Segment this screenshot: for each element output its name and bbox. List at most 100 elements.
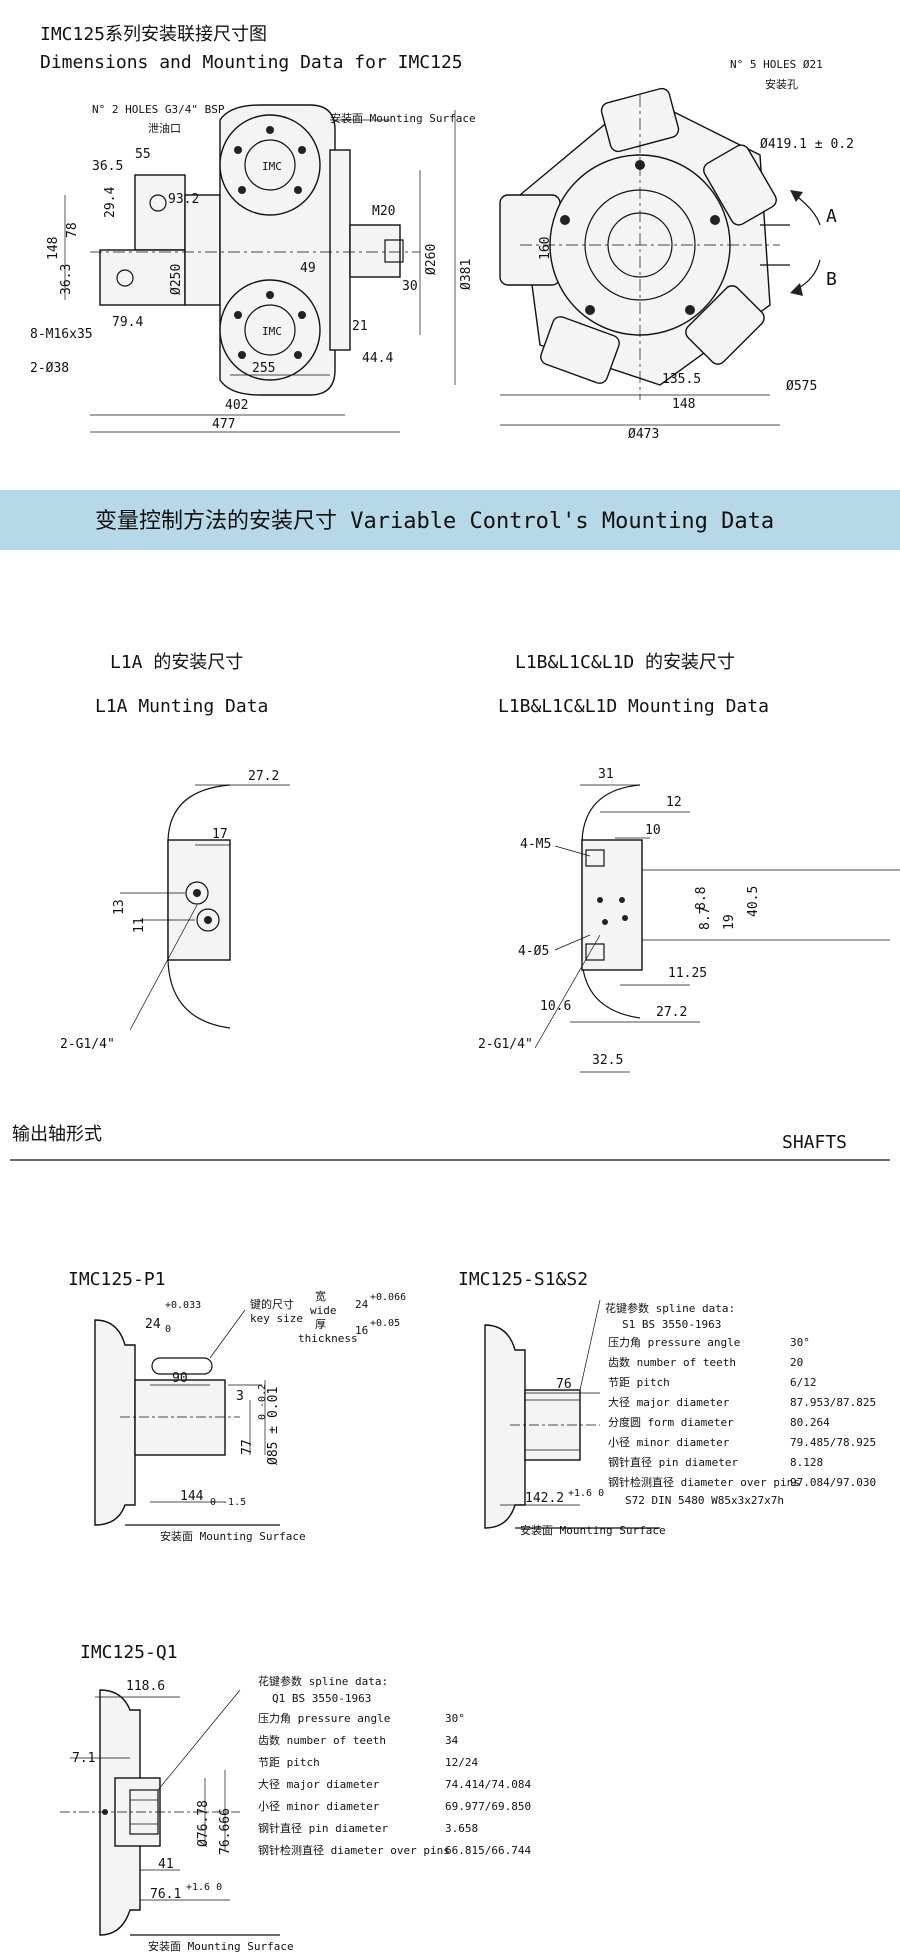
l1a-port-bottom-core xyxy=(204,916,212,924)
spline-row-label: 小径 minor diameter xyxy=(608,1436,730,1449)
dim-55: 55 xyxy=(135,147,151,162)
section-banner xyxy=(0,490,900,550)
port-label-cn: 泄油口 xyxy=(148,121,181,135)
l1b-dim-12: 12 xyxy=(666,795,682,810)
spline-row-value: 30° xyxy=(445,1712,465,1725)
bolt xyxy=(294,351,302,359)
spline-row-value: 87.953/87.825 xyxy=(790,1396,876,1409)
l1a-port-top xyxy=(185,881,209,905)
output-shaft xyxy=(349,224,401,278)
l1a-title-en: L1A Munting Data xyxy=(95,696,268,717)
l1b-port-b xyxy=(602,919,608,925)
l1b-port-a xyxy=(619,897,625,903)
spline-row-value: 97.084/97.030 xyxy=(790,1476,876,1489)
shafts-title-en: SHAFTS xyxy=(782,1132,847,1153)
port-hole-bottom xyxy=(116,269,134,287)
mounting-hole xyxy=(585,305,595,315)
p1-key-cn: 键的尺寸 xyxy=(250,1297,294,1311)
l1b-leader-m5 xyxy=(554,845,591,857)
l1b-leader-hole5 xyxy=(554,934,591,951)
p1-leader-key xyxy=(209,1309,246,1359)
s1s2-standard: S1 BS 3550-1963 xyxy=(622,1318,721,1331)
l1b-m5-label: 4-M5 xyxy=(520,837,551,852)
spline-row-label: 齿数 number of teeth xyxy=(608,1356,736,1369)
dim-473: Ø473 xyxy=(628,427,659,442)
s1s2-flange xyxy=(484,1324,526,1529)
s1s2-mounting-surface: 安装面 Mounting Surface xyxy=(520,1523,666,1537)
q1-drawing xyxy=(60,1689,280,1936)
p1-wide-en: wide xyxy=(310,1304,337,1317)
dim-255: 255 xyxy=(252,361,275,376)
mounting-surface-label: 安装面 Mounting Surface xyxy=(330,111,476,125)
holes-label: N° 5 HOLES Ø21 xyxy=(730,58,823,71)
l1a-dim-27-2: 27.2 xyxy=(248,769,279,784)
dim-381: Ø381 xyxy=(459,259,474,290)
spline-row-label: 节距 pitch xyxy=(258,1756,320,1769)
q1-dim-76-666: 76.666 xyxy=(218,1808,233,1855)
l1a-port-top-core xyxy=(193,889,201,897)
bolt xyxy=(266,291,274,299)
mounting-hole xyxy=(560,215,570,225)
page-title-cn: IMC125系列安装联接尺寸图 xyxy=(40,24,267,45)
p1-name: IMC125-P1 xyxy=(68,1269,166,1290)
spline-row-label: 大径 major diameter xyxy=(258,1777,380,1791)
spline-row-value: 30° xyxy=(790,1336,810,1349)
l1a-leader-port xyxy=(129,904,198,1031)
l1b-dim-40-5: 40.5 xyxy=(746,886,761,917)
l1b-dim-8-8: 8.8 xyxy=(694,887,709,910)
s1s2-drawing xyxy=(484,1299,660,1529)
p1-dim-144-tol: 0 -1.5 xyxy=(210,1497,246,1508)
s1s2-dim-142-2-tol: +1.6 0 xyxy=(568,1488,604,1499)
q1-name: IMC125-Q1 xyxy=(80,1642,178,1663)
l1b-port-p xyxy=(597,897,603,903)
spline-row-label: 钢针直径 pin diameter xyxy=(258,1821,388,1835)
l1a-dim-17: 17 xyxy=(212,827,228,842)
l1a-port-bottom xyxy=(196,908,220,932)
l1b-port-label: 2-G1/4" xyxy=(478,1037,533,1052)
l1b-dim-10: 10 xyxy=(645,823,661,838)
p1-wide-tol: +0.066 xyxy=(370,1292,406,1303)
s1s2-name: IMC125-S1&S2 xyxy=(458,1269,588,1290)
dim-49: 49 xyxy=(300,261,316,276)
p1-dim-77: 77 xyxy=(240,1439,255,1455)
p1-thick-cn: 厚 xyxy=(315,1318,326,1331)
s1s2-spline-table: 压力角 pressure angle 30° 齿数 number of teet… xyxy=(608,1336,876,1507)
s1s2-dim-142-2: 142.2 xyxy=(525,1491,564,1506)
spline-row-label: 钢针检测直径 diameter over pins xyxy=(258,1843,450,1857)
bolt xyxy=(298,311,306,319)
dim-135-5: 135.5 xyxy=(662,372,701,387)
dim-78: 78 xyxy=(65,222,80,238)
spline-row-label: 压力角 pressure angle xyxy=(258,1712,390,1725)
spline-row-value: 34 xyxy=(445,1734,459,1747)
dim-38: 2-Ø38 xyxy=(30,361,69,376)
l1b-dim-11-25: 11.25 xyxy=(668,966,707,981)
p1-dim-24-tol2: 0 xyxy=(165,1324,171,1335)
motor-front-view xyxy=(499,87,821,426)
l1b-port-t xyxy=(622,915,628,921)
holes-label-cn: 安装孔 xyxy=(765,77,798,91)
spline-row-value: 66.815/66.744 xyxy=(445,1844,531,1857)
q1-standard: Q1 BS 3550-1963 xyxy=(272,1692,371,1705)
q1-spline-table: 压力角 pressure angle 30° 齿数 number of teet… xyxy=(258,1712,531,1857)
l1b-dim-32-5: 32.5 xyxy=(592,1053,623,1068)
q1-dim-76-78: Ø76.78 xyxy=(196,1800,211,1847)
valve-housing xyxy=(184,194,221,306)
spline-row-value: 6/12 xyxy=(790,1376,817,1389)
shaft-key xyxy=(384,239,404,263)
l1b-dim-10-6: 10.6 xyxy=(540,999,571,1014)
port-label: N° 2 HOLES G3/4" BSP xyxy=(92,103,225,116)
s1s2-leader xyxy=(579,1299,601,1391)
q1-leader xyxy=(157,1689,241,1791)
s1s2-dim-76: 76 xyxy=(556,1377,572,1392)
dim-260: Ø260 xyxy=(424,244,439,275)
arrow-a-curve xyxy=(794,194,821,226)
dim-148-front: 148 xyxy=(672,397,695,412)
s1s2-din: S72 DIN 5480 W85x3x27x7h xyxy=(625,1494,784,1507)
spline-row-label: 钢针直径 pin diameter xyxy=(608,1455,738,1469)
arrow-b-label: B xyxy=(826,269,837,290)
p1-drawing xyxy=(94,1309,280,1526)
p1-mounting-surface: 安装面 Mounting Surface xyxy=(160,1529,306,1543)
l1b-dim-8-7: 8.7 xyxy=(698,907,713,930)
spline-row-label: 大径 major diameter xyxy=(608,1395,730,1409)
dim-m16: 8-M16x35 xyxy=(30,327,93,342)
